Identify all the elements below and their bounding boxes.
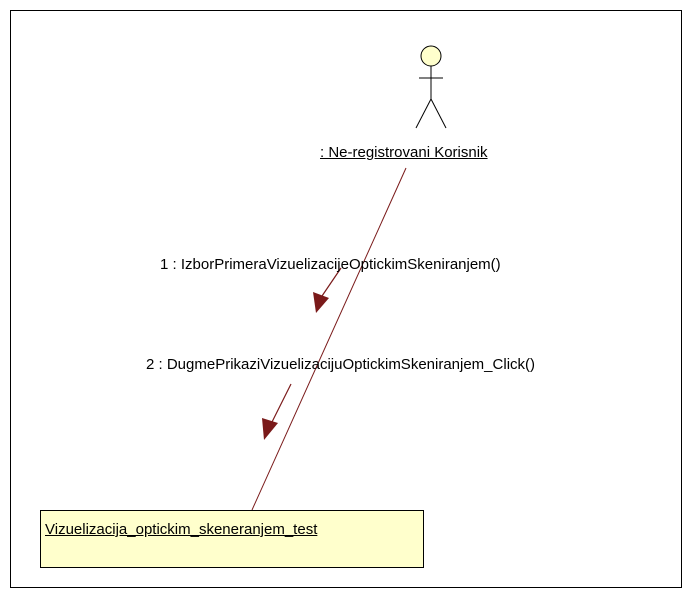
message-1-label[interactable]: 1 : IzborPrimeraVizuelizacijeOptickimSke… bbox=[160, 256, 501, 273]
actor-name-label[interactable]: : Ne-registrovani Korisnik bbox=[320, 144, 488, 161]
association-link[interactable] bbox=[251, 167, 407, 511]
actor-left-leg bbox=[415, 98, 432, 129]
message-2-label[interactable]: 2 : DugmePrikaziVizuelizacijuOptickimSke… bbox=[146, 356, 536, 373]
object-name-label: Vizuelizacija_optickim_skeneranjem_test bbox=[45, 521, 318, 538]
object-box[interactable]: Vizuelizacija_optickim_skeneranjem_test bbox=[40, 510, 424, 568]
message-1-arrow-head bbox=[313, 292, 329, 313]
diagram-frame bbox=[10, 10, 682, 588]
message-1-arrow-shaft bbox=[321, 267, 342, 297]
message-2-arrow-head bbox=[262, 418, 278, 440]
actor-head bbox=[420, 45, 442, 67]
message-1-arrow[interactable] bbox=[313, 267, 342, 313]
actor-icon[interactable] bbox=[415, 45, 447, 129]
message-2-arrow-shaft bbox=[271, 383, 292, 423]
message-2-arrow[interactable] bbox=[262, 383, 292, 440]
actor-right-leg bbox=[430, 98, 447, 129]
